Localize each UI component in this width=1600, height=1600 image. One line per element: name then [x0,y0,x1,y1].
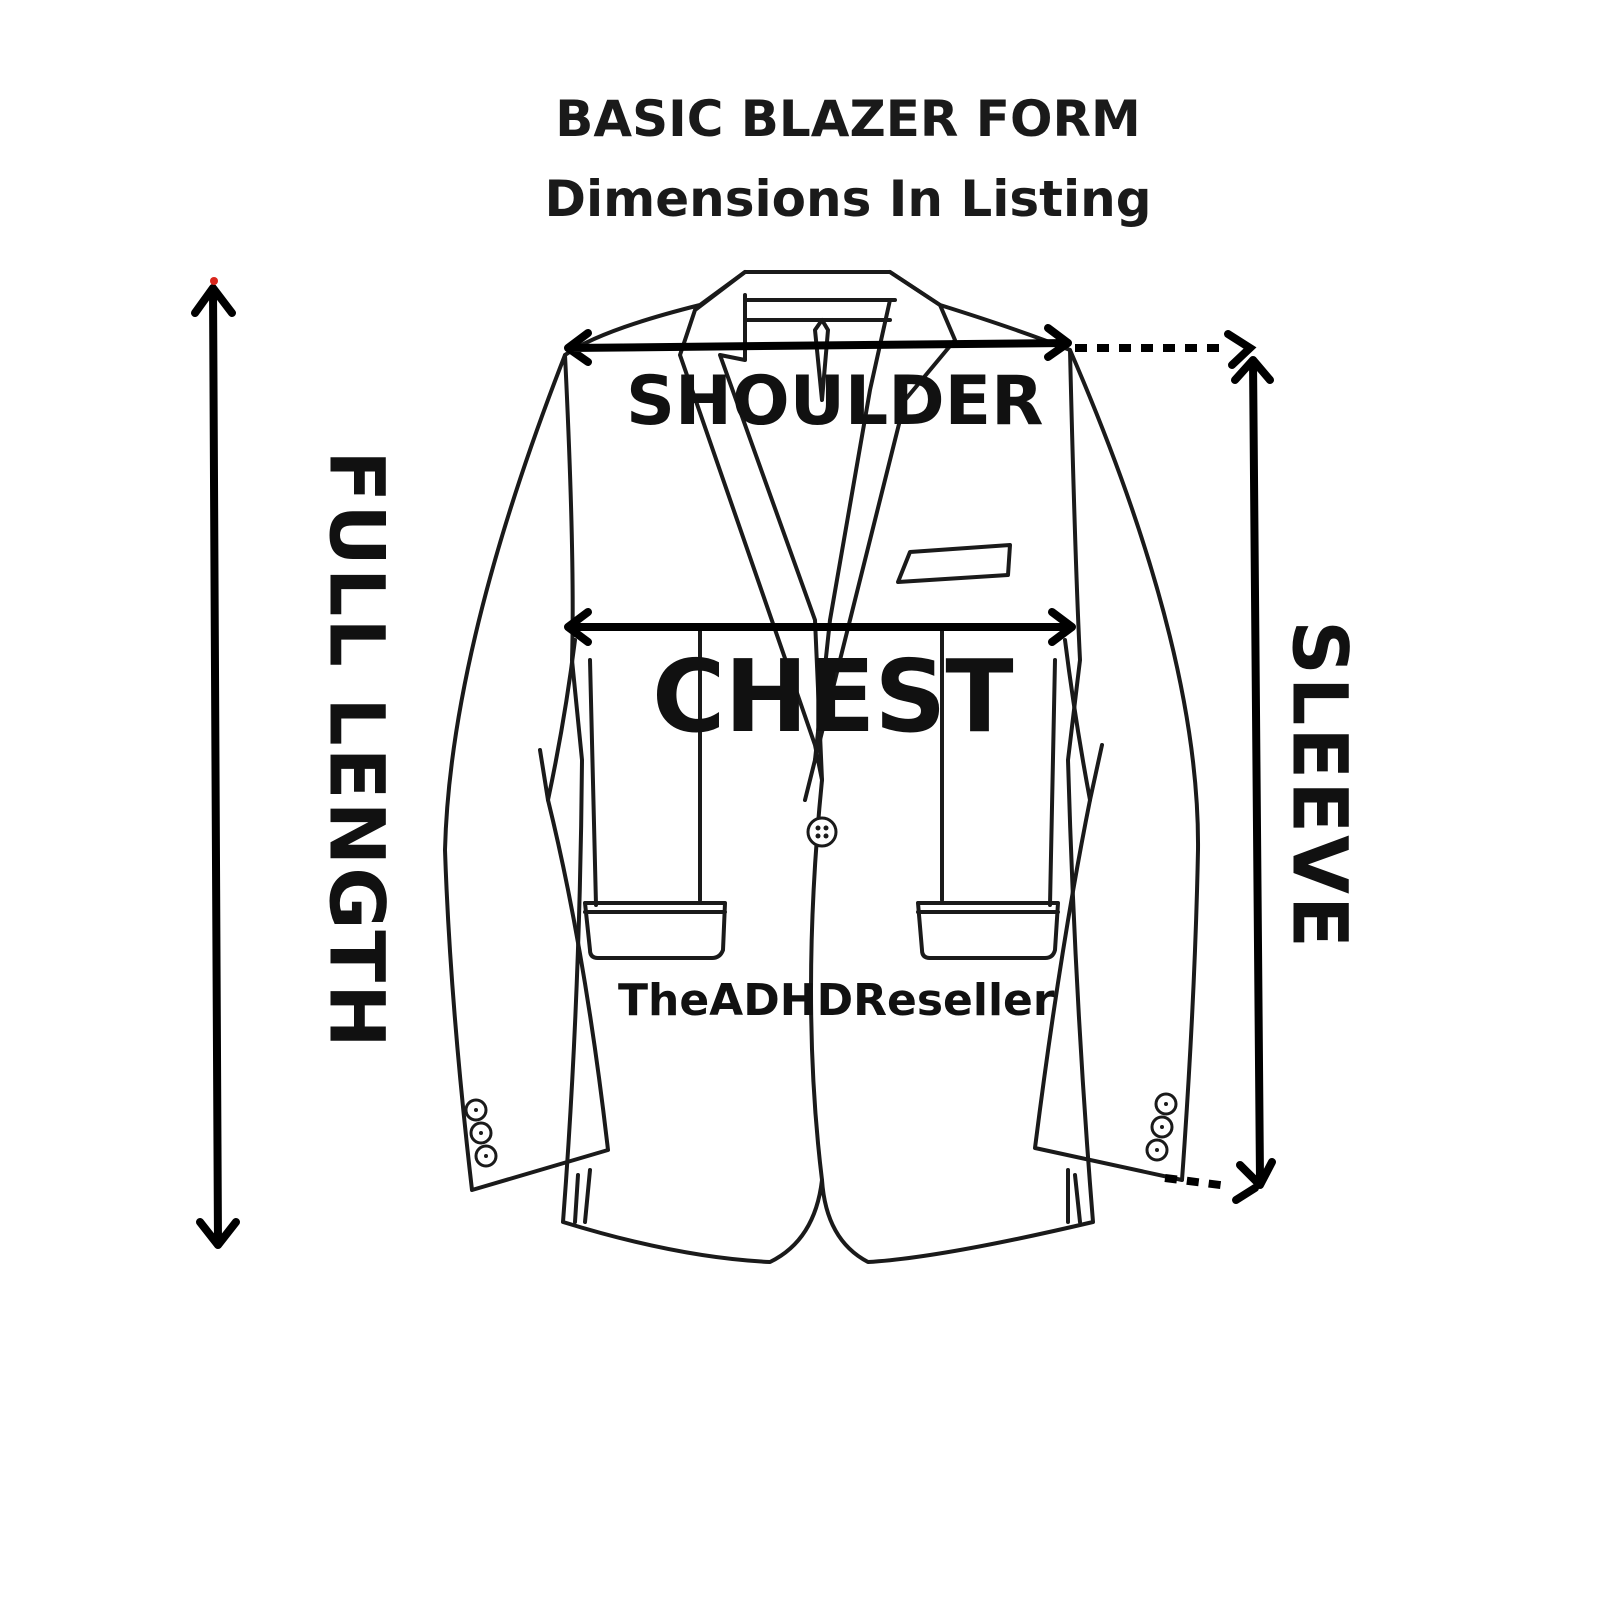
shoulder-arrow [564,324,1072,366]
brand-watermark: TheADHDReseller [618,975,1055,1026]
shoulder-label: SHOULDER [626,362,1044,441]
right-collar [803,270,957,802]
dotted-line-arrowhead-top [1224,330,1257,369]
diagram-title: BASIC BLAZER FORM [555,90,1141,148]
right-sleeve-vent [1063,638,1104,802]
chest-arrow [564,608,1076,646]
left-sleeve-outline [443,353,610,1192]
accent-dot [210,277,218,285]
cuff-to-sleeve-dotted-line [1164,1174,1229,1190]
left-hem-line [573,1168,592,1224]
front-button [806,816,838,848]
right-sleeve-outline [1033,348,1201,1182]
diagram-subtitle: Dimensions In Listing [544,170,1152,228]
left-hip-pocket [583,901,727,960]
full-length-arrow [191,284,240,1249]
left-lapel [718,293,824,782]
right-hip-pocket [916,901,1060,960]
full-length-label: FULL LENGTH [312,450,402,1050]
button-holes [474,825,1168,1158]
dotted-line-arrowhead-bottom [1232,1184,1259,1204]
sleeve-arrow [1231,356,1276,1189]
left-dart [588,628,702,907]
breast-pocket [896,543,1012,584]
chest-label: CHEST [652,638,1014,755]
right-hem-line [1066,1168,1082,1224]
left-sleeve-vent [538,638,577,802]
sleeve-label: SLEEVE [1275,620,1365,950]
right-dart [940,628,1057,907]
shirt-collar [743,298,897,402]
